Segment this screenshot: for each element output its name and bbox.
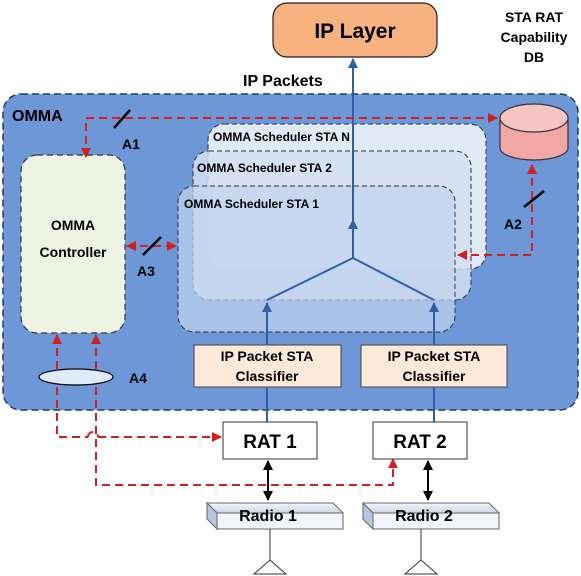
scheduler-sta-2-label: OMMA Scheduler STA 2 (197, 161, 332, 175)
classifier-2-line1: IP Packet STA (388, 348, 481, 364)
db-label-line3: DB (524, 49, 544, 65)
a3-label: A3 (137, 263, 155, 279)
a4-path-rat1 (52, 334, 88, 438)
scheduler-sta-1-label: OMMA Scheduler STA 1 (184, 197, 319, 211)
classifier-1-line1: IP Packet STA (221, 348, 314, 364)
radio-2-slab (361, 501, 501, 531)
control-paths (52, 113, 537, 486)
omma-controller-box (20, 154, 126, 334)
capability-db-cylinder (499, 103, 569, 161)
db-label-line1: STA RAT (505, 9, 564, 25)
merge-left-line (266, 257, 354, 301)
radio-1-label: Radio 1 (239, 508, 297, 525)
omma-label: OMMA (12, 108, 63, 125)
antenna-2-icon (403, 529, 439, 575)
a4-marker (38, 368, 114, 386)
a2-path (457, 164, 537, 260)
db-label-line2: Capability (501, 29, 568, 45)
a4-label: A4 (129, 370, 147, 386)
radio-1-slab (205, 501, 345, 531)
scheduler-sta-1-box (177, 185, 456, 333)
rat-2-label: RAT 2 (393, 432, 446, 453)
omma-controller-label-line2: Controller (40, 244, 107, 260)
rat-2-box (372, 421, 468, 460)
a1-label: A1 (122, 136, 140, 152)
classifier-1-line2: Classifier (235, 368, 299, 384)
a3-marker (142, 236, 162, 256)
a1-path (81, 113, 498, 158)
ip-layer-label: IP Layer (314, 20, 395, 43)
ip-layer-box (272, 2, 438, 58)
a4-path-rat2 (91, 334, 398, 486)
a1-marker (113, 109, 131, 129)
rat-1-label: RAT 1 (243, 432, 297, 453)
a2-label: A2 (504, 216, 522, 232)
rat-1-box (222, 421, 318, 460)
antenna-1-icon (252, 529, 288, 575)
ip-packets-label: IP Packets (243, 73, 323, 90)
merge-right-line (352, 257, 435, 301)
a2-marker (523, 190, 545, 208)
scheduler-sta-n-label: OMMA Scheduler STA N (213, 130, 350, 144)
omma-controller-label-line1: OMMA (51, 217, 95, 233)
radio-2-label: Radio 2 (395, 508, 453, 525)
classifier-2-line2: Classifier (402, 368, 466, 384)
